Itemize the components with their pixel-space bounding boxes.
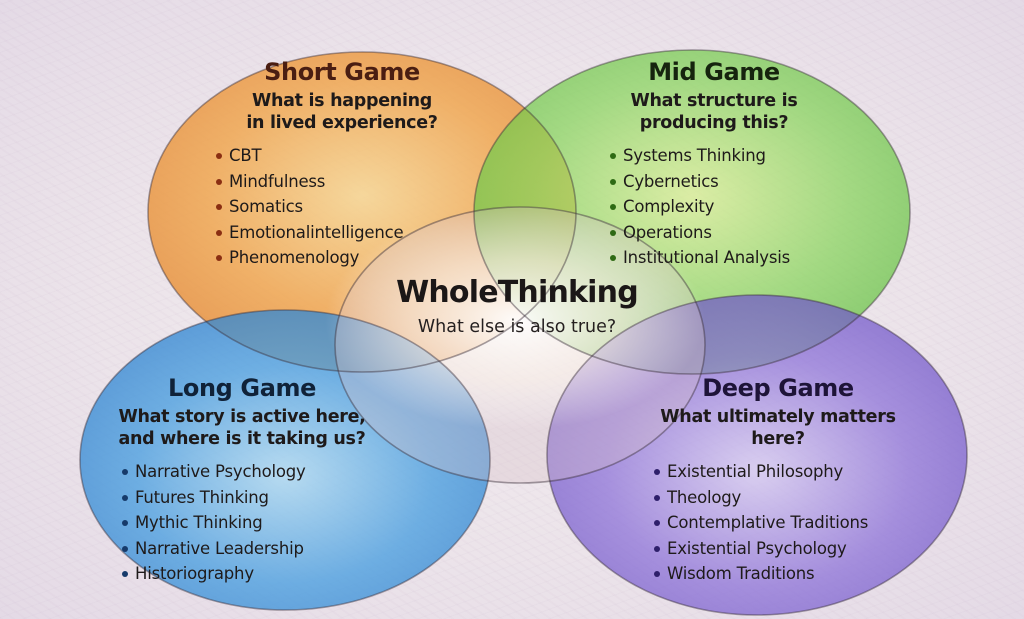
bullet-icon [122,571,128,577]
list-item-label: Emotionalintelligence [229,222,404,242]
bullet-icon [654,469,660,475]
bullet-icon [216,153,222,159]
mid-game-question-line2: producing this? [639,113,789,133]
bullet-icon [216,255,222,261]
list-item-label: Narrative Leadership [135,538,304,558]
mid-game-question: What structure is producing this? [596,90,832,134]
list-item-label: Mythic Thinking [135,513,263,532]
bullet-icon [610,204,616,210]
short-game-question: What is happening in lived experience? [212,90,472,134]
long-game-question: What story is active here, and where is … [108,406,376,450]
mid-game-title: Mid Game [648,58,780,86]
list-item-label: Complexity [623,197,715,216]
bullet-icon [216,204,222,210]
deep-game-list: Existential Philosophy Theology Contempl… [652,459,916,587]
bullet-icon [216,178,222,185]
deep-game-question: What ultimately matters here? [640,406,916,450]
short-game-list: CBT Mindfulness Somatics Emotionalintell… [214,143,472,271]
list-item-label: Futures Thinking [135,487,269,507]
list-item-label: Mindfulness [229,171,326,191]
list-item: Mindfulness [214,169,472,195]
list-item-label: Operations [623,222,712,242]
short-game-question-line1: What is happening [251,91,433,111]
list-item: Existential Psychology [652,536,916,562]
bullet-icon [654,545,660,552]
list-item: Contemplative Traditions [652,510,916,536]
long-game-question-line2: and where is it taking us? [118,429,366,449]
list-item: Institutional Analysis [608,245,832,271]
list-item: Existential Philosophy [652,459,916,485]
list-item: Theology [652,485,916,511]
list-item-label: Contemplative Traditions [667,513,869,532]
short-game-outline [147,51,577,373]
list-item: Historiography [120,561,376,587]
list-item-label: Theology [667,487,742,507]
list-item-label: Wisdom Traditions [667,564,815,583]
list-item-label: Systems Thinking [623,146,766,165]
mid-game-question-line1: What structure is [630,91,798,111]
list-item-label: Somatics [229,197,303,216]
list-item: Wisdom Traditions [652,561,916,587]
list-item-label: Narrative Psychology [135,462,306,481]
list-item-label: Phenomenology [229,248,360,267]
list-item: Somatics [214,194,472,220]
list-item: Complexity [608,194,832,220]
short-game-title: Short Game [264,58,420,86]
short-game-question-line2: in lived experience? [246,113,438,133]
long-game-list: Narrative Psychology Futures Thinking My… [120,459,376,587]
bullet-icon [654,520,660,526]
list-item: Emotionalintelligence [214,220,472,246]
list-item: Cybernetics [608,169,832,195]
mid-game-list: Systems Thinking Cybernetics Complexity … [608,143,832,271]
list-item: Operations [608,220,832,246]
list-item-label: CBT [229,146,262,165]
center-outline [334,206,706,484]
center-section: WholeThinking What else is also true? [362,276,672,338]
list-item: Futures Thinking [120,485,376,511]
bullet-icon [654,571,660,577]
list-item-label: Cybernetics [623,171,719,191]
short-game-section: Short Game What is happening in lived ex… [212,58,472,271]
bullet-icon [122,494,128,501]
list-item: CBT [214,143,472,169]
deep-game-section: Deep Game What ultimately matters here? … [640,374,916,587]
mid-game-section: Mid Game What structure is producing thi… [596,58,832,271]
list-item: Mythic Thinking [120,510,376,536]
mid-game-outline [473,49,911,375]
bullet-icon [216,229,222,236]
list-item: Phenomenology [214,245,472,271]
long-game-question-line1: What story is active here, [118,407,366,427]
deep-game-question-line1: What ultimately matters here? [660,407,896,449]
bullet-icon [610,178,616,185]
list-item: Narrative Leadership [120,536,376,562]
list-item-label: Existential Psychology [667,538,847,558]
long-game-section: Long Game What story is active here, and… [108,374,376,587]
center-glow [325,210,705,430]
center-question: What else is also true? [417,317,617,337]
bullet-icon [610,229,616,236]
bullet-icon [122,469,128,475]
bullet-icon [610,255,616,261]
list-item-label: Institutional Analysis [623,248,791,267]
bullet-icon [654,494,660,501]
bullet-icon [122,520,128,526]
deep-game-title: Deep Game [702,374,854,402]
list-item: Systems Thinking [608,143,832,169]
long-game-title: Long Game [168,374,316,402]
deep-game-outline [546,294,968,616]
long-game-outline [79,309,491,611]
list-item-label: Existential Philosophy [667,462,844,481]
bullet-icon [610,153,616,159]
list-item-label: Historiography [135,564,254,583]
list-item: Narrative Psychology [120,459,376,485]
center-title: WholeThinking [396,275,639,310]
bullet-icon [122,545,128,552]
